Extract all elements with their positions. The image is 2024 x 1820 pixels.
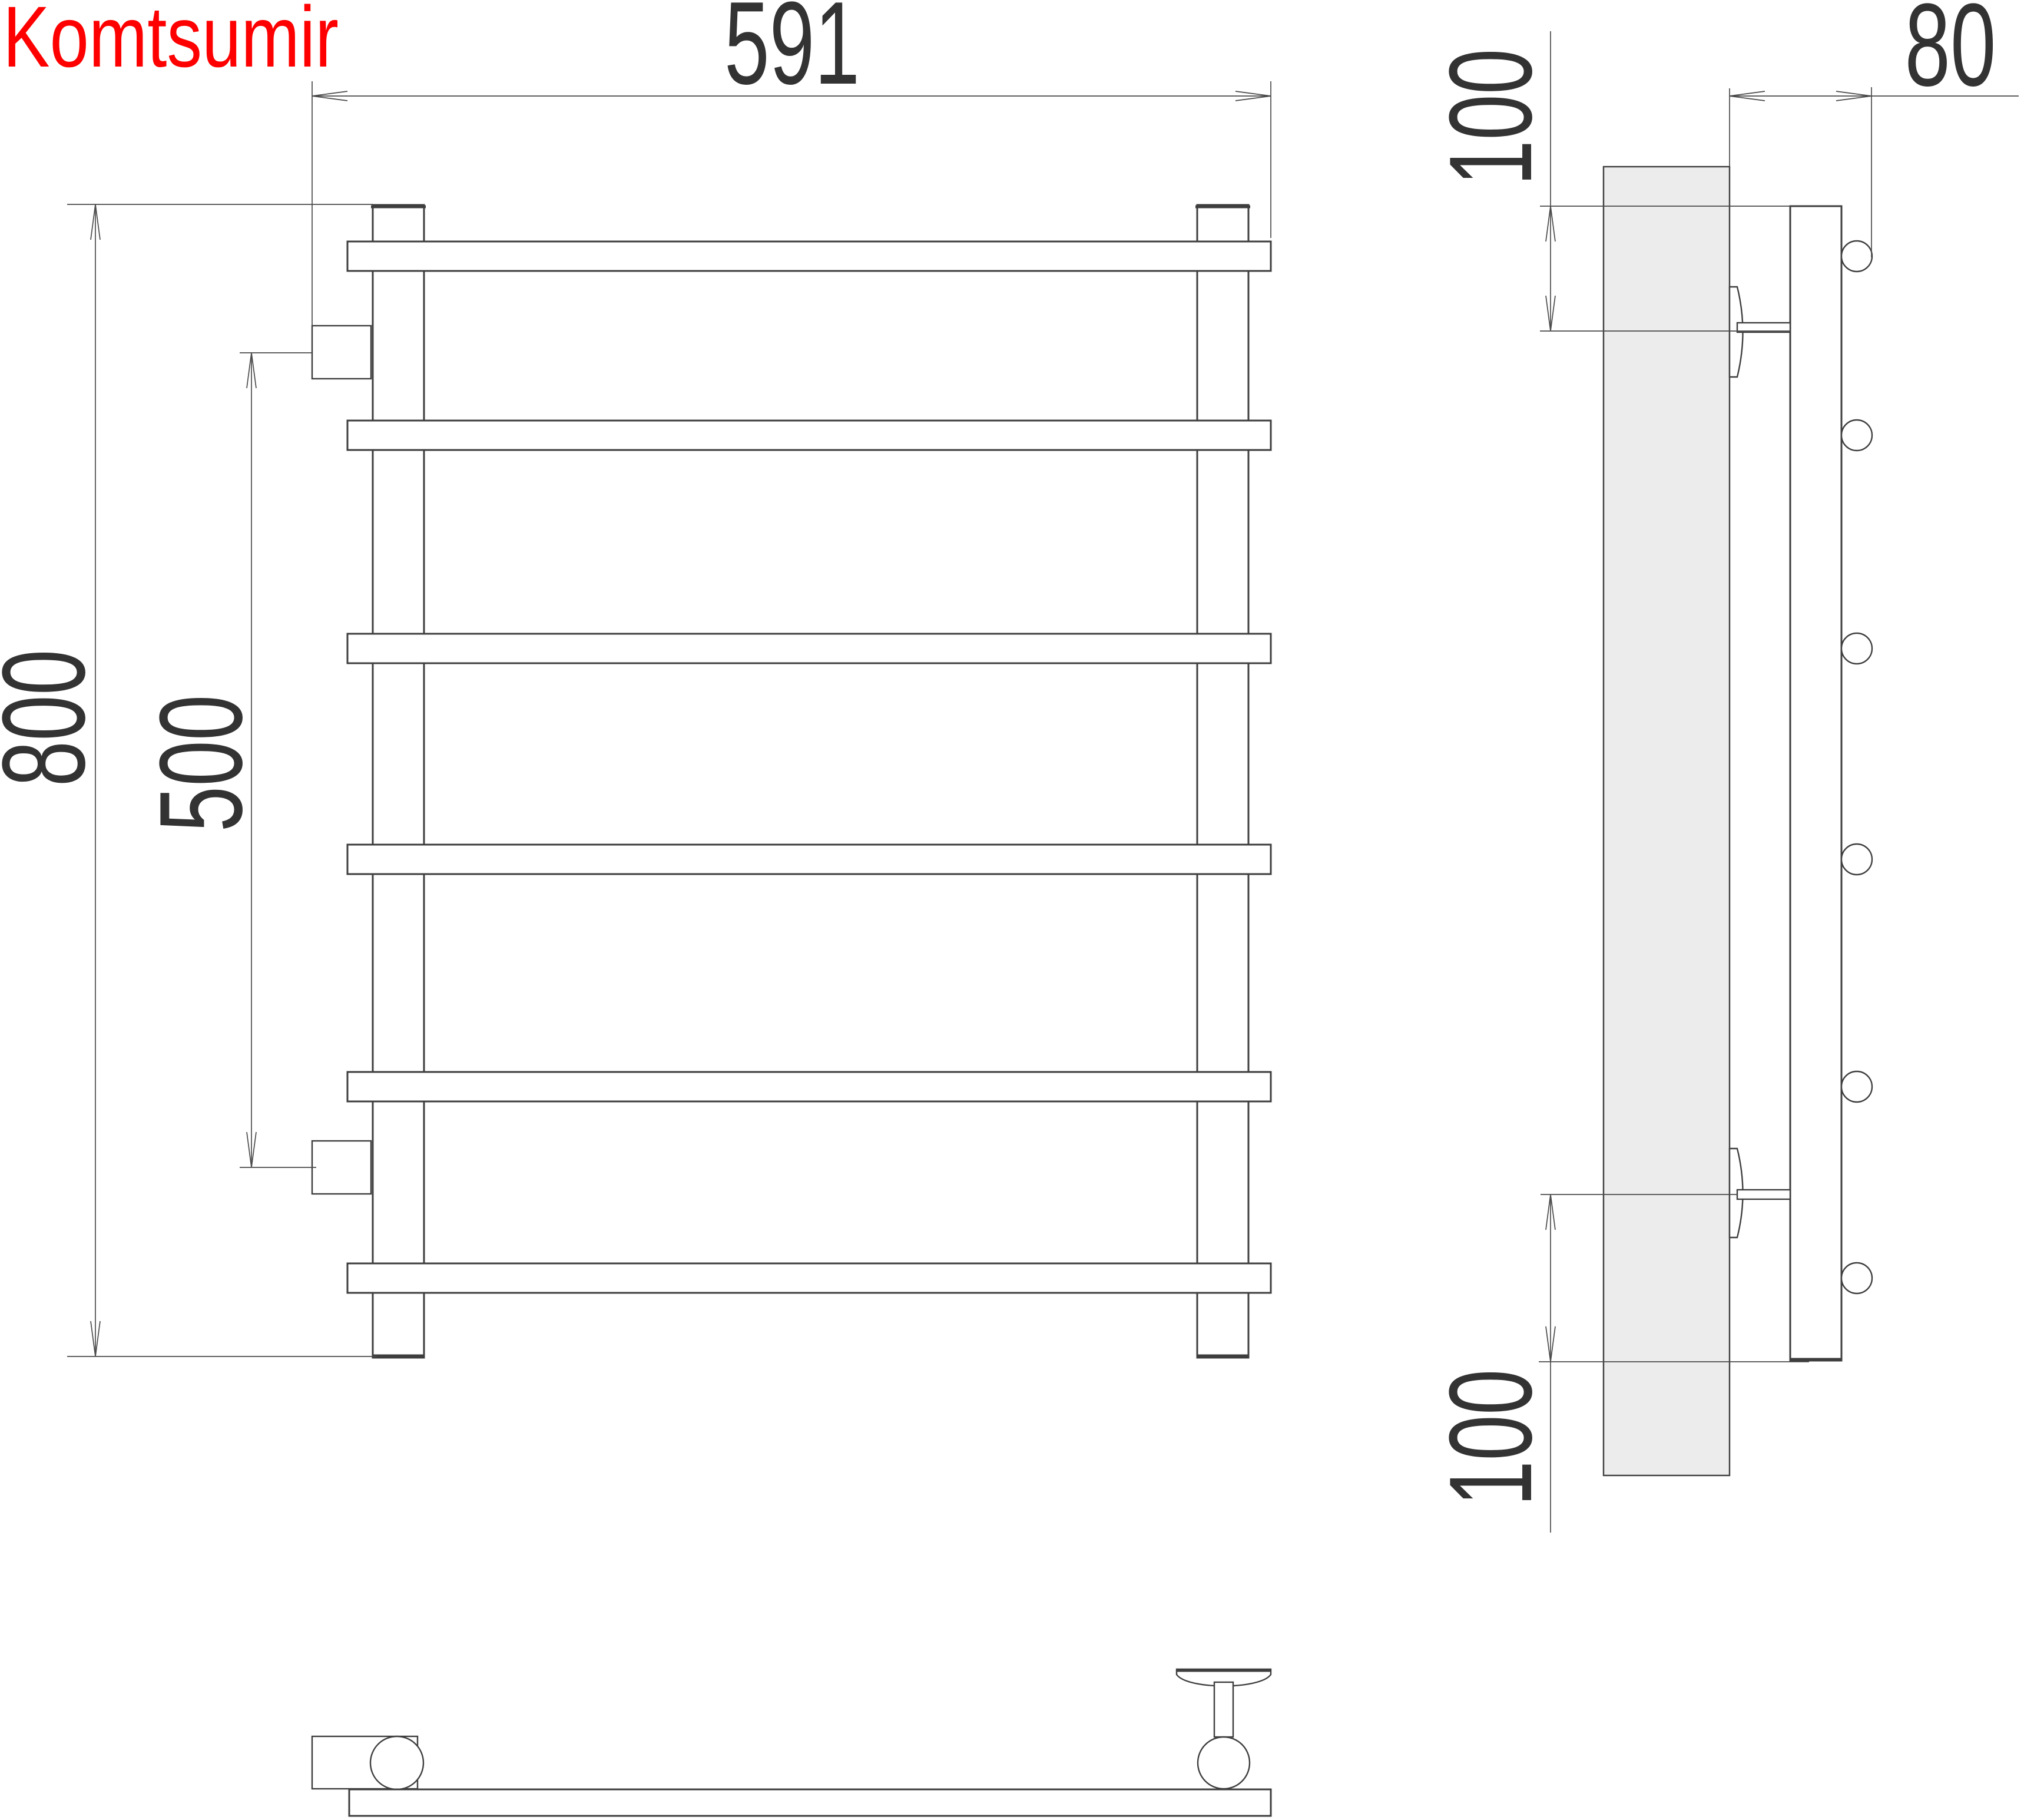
dimension-100-top: 100 xyxy=(1425,31,1790,332)
dim-500-arrow-bottom-icon xyxy=(246,1131,257,1168)
dim-100-bottom-label: 100 xyxy=(1425,1369,1556,1507)
crossbar-2 xyxy=(346,419,1272,451)
dim-591-arrow-left-icon xyxy=(312,91,348,101)
dimension-800: 800 xyxy=(0,204,377,1357)
dim-100-top-label: 100 xyxy=(1425,49,1556,186)
side-wall-panel xyxy=(1602,166,1731,1477)
crossbar-4 xyxy=(346,843,1272,875)
wall-bracket-bottom-stem xyxy=(1736,1189,1791,1200)
dim-80-arrow-right-icon xyxy=(1836,91,1872,101)
dim-500-arrow-top-icon xyxy=(246,352,257,389)
crossbar-6 xyxy=(346,1262,1272,1294)
dim-591-arrow-right-icon xyxy=(1235,91,1271,101)
dim-80-arrow-left-icon xyxy=(1729,91,1765,101)
dimension-80: 80 xyxy=(1729,0,2019,257)
dim-500-label: 500 xyxy=(135,695,267,832)
dim-80-label: 80 xyxy=(1905,0,1996,111)
side-bar-end-3 xyxy=(1840,632,1873,665)
side-bar-end-6 xyxy=(1840,1262,1873,1295)
side-bar-end-5 xyxy=(1840,1070,1873,1103)
dim-800-arrow-top-icon xyxy=(90,204,101,240)
side-view xyxy=(1602,166,1873,1477)
bottom-post-section-left xyxy=(369,1735,425,1791)
dimension-591: 591 xyxy=(312,0,1271,326)
inlet-fitting-top xyxy=(311,325,372,380)
inlet-fitting-bottom xyxy=(311,1140,372,1195)
wall-bracket-top-flange xyxy=(1728,286,1744,378)
dim-800-arrow-bottom-icon xyxy=(90,1321,101,1357)
dim-591-label: 591 xyxy=(724,0,860,109)
side-bar-end-2 xyxy=(1840,419,1873,452)
dim-100-bottom-arrow-down-icon xyxy=(1545,1326,1556,1362)
crossbar-1 xyxy=(346,240,1272,272)
wall-bracket-top-stem xyxy=(1736,322,1791,333)
front-right-post xyxy=(1196,204,1250,1359)
bottom-post-section-right xyxy=(1197,1736,1251,1790)
front-left-post xyxy=(372,204,425,1359)
front-view xyxy=(311,204,1272,1359)
bottom-bracket-stem xyxy=(1213,1681,1234,1738)
side-bar-end-4 xyxy=(1840,843,1873,876)
dimension-500: 500 xyxy=(135,352,316,1168)
side-bar-end-1 xyxy=(1840,240,1873,273)
crossbar-5 xyxy=(346,1071,1272,1103)
crossbar-3 xyxy=(346,633,1272,664)
brand-text: Komtsumir xyxy=(3,0,339,85)
bottom-view xyxy=(311,1668,1272,1817)
dim-100-top-arrow-down-icon xyxy=(1545,295,1556,332)
dim-800-label: 800 xyxy=(0,650,110,787)
bottom-crossbar xyxy=(348,1788,1272,1817)
dim-100-bottom-arrow-up-icon xyxy=(1545,1194,1556,1230)
dim-100-top-arrow-up-icon xyxy=(1545,206,1556,242)
side-post xyxy=(1789,205,1843,1362)
dimension-100-bottom: 100 xyxy=(1425,1194,1809,1533)
